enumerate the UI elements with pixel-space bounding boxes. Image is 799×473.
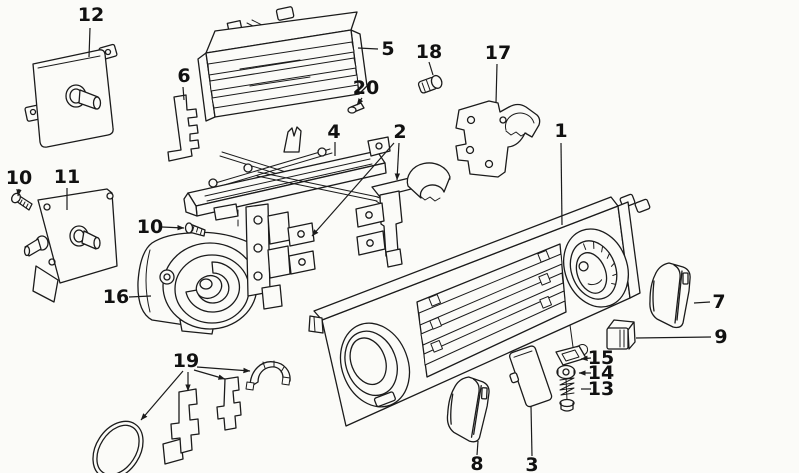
part-19-strip2-drawing [216, 376, 242, 431]
part-11-plate-drawing [23, 188, 118, 303]
callout-2-leader [311, 142, 395, 237]
callout-label-14: 14 [588, 362, 614, 384]
callout-18-leader [428, 61, 434, 76]
part-3-cover-plate-drawing [509, 345, 553, 408]
callout-label-20: 20 [353, 77, 379, 99]
callout-label-10: 10 [137, 216, 163, 238]
part-19-strip1-drawing [162, 388, 200, 465]
part-12-switch-drawing [24, 43, 118, 148]
part-7-knob-drawing [649, 262, 691, 329]
callout-label-15: 15 [588, 347, 614, 369]
callout-label-19: 19 [173, 350, 199, 372]
callout-label-11: 11 [54, 166, 80, 188]
callout-label-7: 7 [712, 291, 725, 313]
callout-label-4: 4 [327, 121, 340, 143]
part-19-ring-drawing [92, 420, 144, 473]
callout-label-10: 10 [6, 167, 32, 189]
part-5-slider-unit-drawing [197, 6, 368, 122]
part-15-clip-drawing [555, 344, 589, 366]
callout-2-leader [394, 142, 401, 181]
part-10-screw-left-drawing [10, 192, 33, 211]
callout-19-leader [196, 366, 251, 374]
part-20-pin-drawing [347, 102, 365, 114]
callout-10-leader [161, 224, 185, 231]
callout-8-leader [476, 440, 479, 456]
part-14-nut-drawing [556, 364, 576, 380]
callout-12-leader [88, 27, 91, 58]
callout-label-9: 9 [714, 326, 727, 348]
callout-15-leader [580, 355, 592, 362]
part-1-faceplate-drawing [308, 193, 651, 427]
part-13-screw-drawing [559, 377, 575, 412]
part-19-horseshoe-clip-drawing [245, 360, 291, 391]
part-4-lever-mechanism-drawing [183, 126, 391, 227]
callout-17-leader [495, 63, 498, 104]
part-2-central-connector-drawing [213, 203, 316, 310]
callout-label-16: 16 [103, 286, 129, 308]
callout-3-leader [530, 405, 533, 457]
part-18-bulb-drawing [417, 74, 443, 94]
callout-1-leader [560, 142, 563, 226]
callout-19-leader [140, 370, 184, 421]
callout-label-8: 8 [470, 453, 483, 473]
callout-16-leader [128, 295, 152, 298]
callout-5-leader [357, 47, 379, 50]
callout-label-6: 6 [177, 65, 190, 87]
part-9-button-drawing [606, 319, 636, 350]
part-16-housing-drawing [137, 231, 258, 335]
callout-label-18: 18 [416, 41, 442, 63]
callout-7-leader [693, 301, 711, 304]
callout-9-leader [635, 336, 712, 339]
callout-label-17: 17 [485, 42, 511, 64]
callout-19-leader [193, 369, 226, 380]
callout-20-leader [356, 97, 364, 106]
callout-10-leader [16, 188, 22, 197]
callout-label-13: 13 [588, 378, 614, 400]
part-6-bracket-drawing [167, 94, 200, 162]
callout-label-1: 1 [554, 120, 567, 142]
callout-label-5: 5 [381, 38, 394, 60]
callout-6-leader [182, 86, 185, 101]
part-2-bracket-drawing [355, 162, 451, 268]
part-17-bracket-drawing [455, 100, 541, 178]
callout-label-2: 2 [393, 121, 406, 143]
callout-label-3: 3 [525, 454, 538, 473]
part-10-screw-center-drawing [184, 222, 206, 237]
part-8-knob-drawing [445, 375, 491, 444]
callout-label-12: 12 [78, 4, 104, 26]
